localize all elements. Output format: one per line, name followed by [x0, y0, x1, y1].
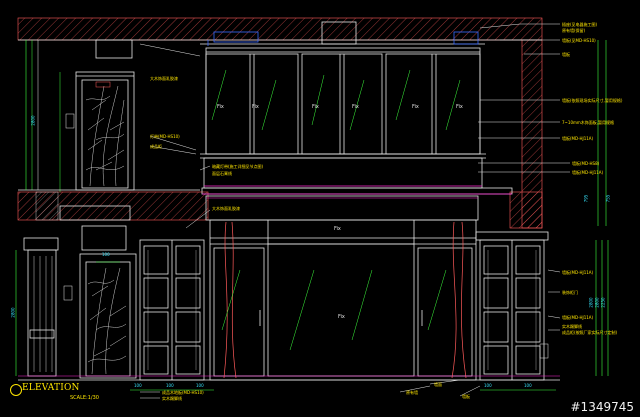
drawing-scale: SCALE:1/30: [70, 395, 99, 401]
note-right-low-1: 墙板(MD-HJ11A): [562, 270, 594, 275]
dim-right-stack-3: 2250: [600, 297, 606, 308]
note-right-mid-3: 墙板(MD-HJ11A): [562, 136, 594, 141]
note-left-mid-1: 大木饰面乳胶漆: [150, 76, 178, 81]
dim-bottom-4: 100: [484, 383, 492, 388]
fix-label-2: Fix: [252, 104, 259, 110]
note-right-low-4: 实木踢脚线: [562, 324, 582, 329]
fix-label-1: Fix: [217, 104, 224, 110]
left-cabinet: [139, 239, 205, 381]
dim-left-v1: 2800: [30, 115, 36, 126]
left-upper-door: [18, 39, 200, 192]
structure-hatch: [17, 17, 543, 229]
glazing-marks: Fix Fix Fix Fix Fix Fix Fix Fix: [217, 104, 463, 320]
drawing-title: ELEVATION: [22, 383, 80, 393]
note-bottom-3: 原有墙: [406, 390, 418, 395]
right-cabinet: [475, 231, 549, 381]
note-top-right-1: 插座(见电器施工图): [562, 22, 598, 27]
dim-right-stack-1: 2800: [588, 297, 594, 308]
note-right-mid-5: 墙板(MD-HJ11A): [572, 170, 604, 175]
soffit-band: [201, 157, 513, 221]
dim-left-v2: 2800: [10, 307, 16, 318]
dim-top-small: 100: [102, 252, 110, 257]
note-bottom-5: 墙板: [462, 394, 470, 399]
center-glass-doors: [209, 219, 477, 381]
note-top-right-2: 原有墙(保留): [562, 28, 586, 33]
note-center-mid-1: 暗藏灯带(施工详细见节点图): [212, 164, 264, 169]
note-right-low-3: 墙板(MD-HJ11A): [562, 315, 594, 320]
fix-label-3: Fix: [312, 104, 319, 110]
note-center-low-1: 大木饰面乳胶漆: [212, 206, 240, 211]
note-left-mid-2: 灯带(MD-HS10): [150, 134, 180, 139]
section-marker-icon: [10, 384, 22, 396]
note-bottom-1: 成品木地板(MD-HS10): [162, 390, 204, 395]
left-pillar: [23, 237, 73, 377]
note-top-right-3: 墙板(见MD-HS10): [562, 38, 596, 43]
note-right-mid-1: 墙板(依照现场实际尺寸,暂用规格): [562, 98, 623, 103]
fix-label-4: Fix: [352, 104, 359, 110]
note-right-low-2: 装饰柜门: [562, 290, 578, 295]
dim-right-v2: 755: [605, 194, 611, 203]
note-left-mid-3: 成品柜: [150, 144, 162, 149]
dim-bottom-5: 100: [524, 383, 532, 388]
fix-label-6: Fix: [456, 104, 463, 110]
note-right-low-5: 成品柜(按照厂家实际尺寸定制): [562, 330, 618, 335]
floor-lines: [18, 375, 560, 381]
left-lower-door: [59, 205, 137, 379]
fix-label-5: Fix: [412, 104, 419, 110]
dimension-lines: [15, 40, 609, 391]
fix-label-7: Fix: [334, 226, 341, 232]
fix-label-8: Fix: [338, 314, 345, 320]
leader-lines: [139, 23, 570, 399]
note-top-right-4: 墙板: [562, 52, 570, 57]
dim-right-stack-2: 2800: [594, 297, 600, 308]
dim-bottom-2: 100: [166, 383, 174, 388]
note-center-mid-2: 面层石膏线: [212, 171, 232, 176]
ceiling-lines: [18, 21, 542, 46]
note-bottom-2: 实木踢脚线: [162, 396, 182, 401]
note-right-mid-4: 墙板(MD-HS8): [572, 161, 600, 166]
dim-right-v1: 795: [583, 194, 589, 203]
dim-bottom-1: 100: [134, 383, 142, 388]
dim-bottom-3: 100: [196, 383, 204, 388]
watermark-id: #1349745: [570, 400, 635, 414]
note-bottom-4: 墙面: [434, 382, 442, 387]
upper-glass-cabinet: [200, 47, 486, 159]
note-right-mid-2: 7~10mm木饰面板,暂用规格: [562, 120, 615, 125]
